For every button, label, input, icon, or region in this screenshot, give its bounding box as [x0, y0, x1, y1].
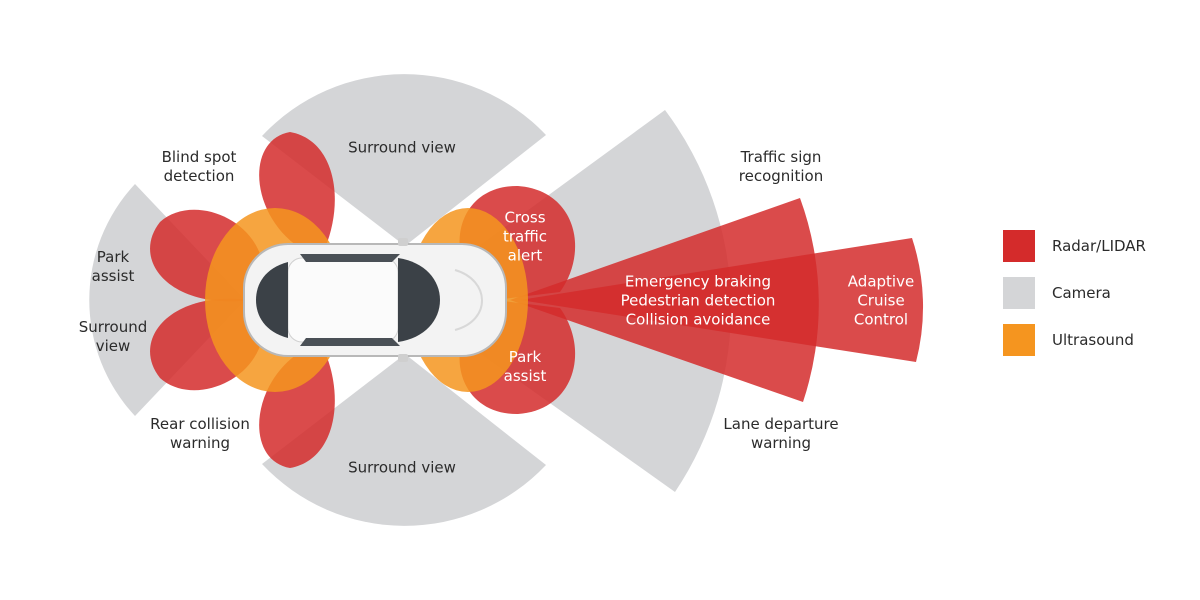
label-park-assist-rear: Park assist — [91, 248, 135, 285]
camera-zone-rear — [89, 184, 246, 416]
camera-zone-bottom — [262, 354, 546, 526]
legend-label-camera: Camera — [1052, 284, 1111, 302]
car-side-window-bottom — [300, 338, 400, 346]
label-blind-spot-detection: Blind spot detection — [161, 148, 237, 185]
label-lane-departure-warning: Lane departure warning — [723, 415, 839, 452]
legend-swatch-camera — [1003, 277, 1035, 309]
car-mirror-right — [398, 354, 408, 362]
label-surround-view-bottom: Surround view — [348, 458, 456, 477]
car-rear-window — [256, 262, 288, 338]
label-cross-traffic-alert: Cross traffic alert — [503, 208, 547, 265]
legend-swatch-ultrasound — [1003, 324, 1035, 356]
label-surround-view-rear: Surround view — [78, 318, 148, 355]
radar-beam-long — [520, 238, 924, 362]
legend-swatch-radar — [1003, 230, 1035, 262]
legend-label-ultrasound: Ultrasound — [1052, 331, 1134, 349]
car-mirror-left — [398, 238, 408, 246]
label-park-assist-front: Park assist — [503, 348, 547, 385]
legend-label-radar: Radar/LIDAR — [1052, 237, 1146, 255]
car-roof — [287, 257, 399, 343]
label-traffic-sign-recognition: Traffic sign recognition — [738, 148, 824, 185]
car-hood-line — [454, 269, 483, 331]
label-emergency-braking-group: Emergency braking Pedestrian detection C… — [620, 272, 776, 329]
car-side-window-top — [300, 254, 400, 262]
car-windshield — [398, 258, 440, 342]
label-adaptive-cruise-control: Adaptive Cruise Control — [847, 272, 915, 329]
camera-zone-top — [262, 74, 546, 246]
label-surround-view-top: Surround view — [348, 138, 456, 157]
label-rear-collision-warning: Rear collision warning — [150, 415, 250, 452]
car — [243, 238, 507, 362]
